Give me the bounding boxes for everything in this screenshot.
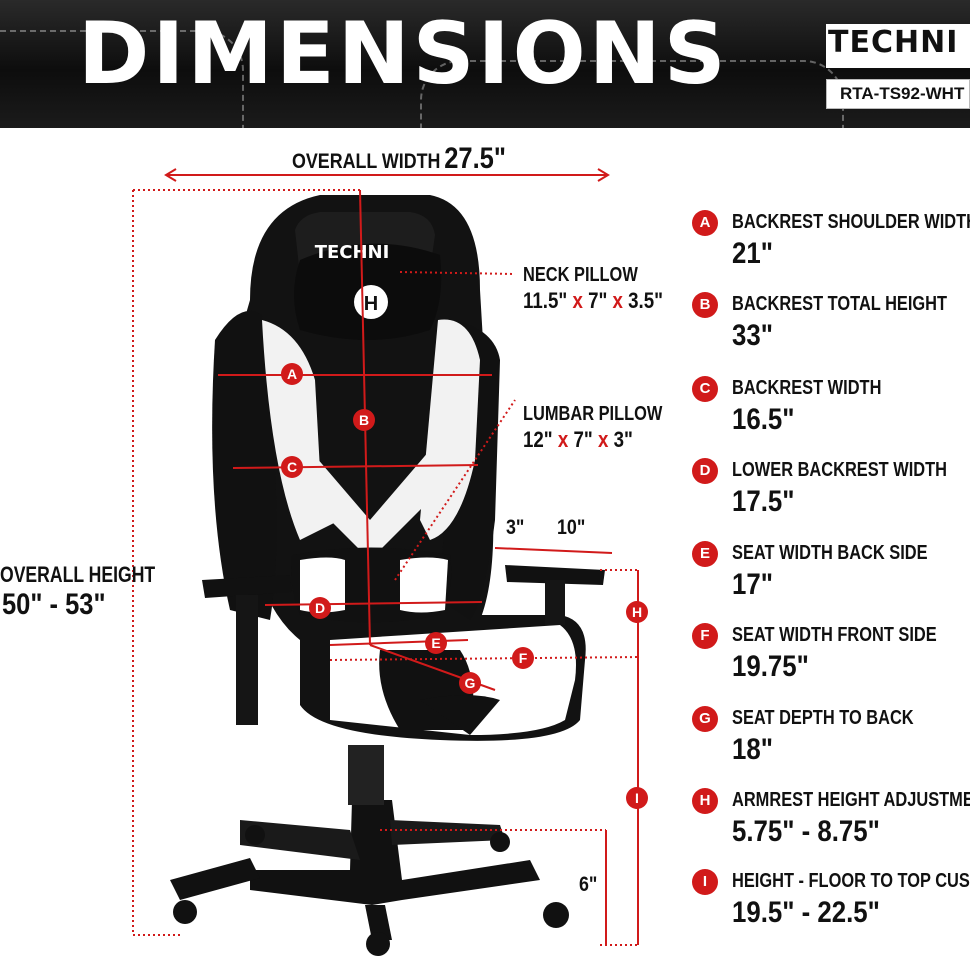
- spec-value: 5.75" - 8.75": [732, 815, 880, 848]
- spec-label: BACKREST TOTAL HEIGHT: [732, 293, 948, 315]
- svg-text:E: E: [431, 635, 440, 651]
- spec-letter-badge: E: [692, 541, 718, 567]
- overall-height-value: 50" - 53": [2, 588, 106, 621]
- svg-text:G: G: [465, 675, 476, 691]
- page-title: DIMENSIONS: [78, 4, 729, 104]
- svg-text:H: H: [632, 604, 642, 620]
- spec-label: LOWER BACKREST WIDTH: [732, 459, 948, 481]
- spec-value: 18": [732, 733, 773, 766]
- spec-label: SEAT WIDTH BACK SIDE: [732, 542, 928, 564]
- armrest-offset-b: 10": [557, 516, 586, 539]
- marker-e: E: [425, 632, 447, 654]
- lumbar-pillow-dimensions: 12" x 7" x 3": [523, 427, 633, 452]
- spec-label: BACKREST WIDTH: [732, 377, 882, 399]
- base-height-value: 6": [579, 873, 598, 896]
- marker-g: G: [459, 672, 481, 694]
- armrest-offset-a: 3": [506, 516, 525, 539]
- header-stitching: [0, 30, 244, 128]
- spec-value: 17": [732, 568, 773, 601]
- svg-text:TECHNI: TECHNI: [315, 242, 390, 263]
- spec-value: 16.5": [732, 403, 795, 436]
- overall-height-caption: OVERALL HEIGHT: [0, 562, 156, 587]
- spec-letter-badge: D: [692, 458, 718, 484]
- spec-letter-badge: C: [692, 376, 718, 402]
- spec-label: HEIGHT - FLOOR TO TOP CUSHION: [732, 870, 970, 892]
- svg-text:B: B: [359, 412, 369, 428]
- spec-value: 19.75": [732, 650, 809, 683]
- spec-value: 19.5" - 22.5": [732, 896, 880, 929]
- spec-letter-badge: G: [692, 706, 718, 732]
- chair-base: [170, 745, 569, 956]
- svg-text:D: D: [315, 600, 325, 616]
- neck-pillow-dimensions: 11.5" x 7" x 3.5": [523, 288, 664, 313]
- chair-armrests: [202, 565, 605, 725]
- header-banner: DIMENSIONS TECHNI RTA-TS92-WHT: [0, 0, 970, 128]
- svg-text:A: A: [287, 366, 297, 382]
- svg-text:C: C: [287, 459, 297, 475]
- spec-letter-badge: B: [692, 292, 718, 318]
- spec-label: SEAT DEPTH TO BACK: [732, 707, 914, 729]
- lumbar-pillow-label: LUMBAR PILLOW: [523, 403, 663, 425]
- neck-pillow: H TECHNI: [294, 242, 442, 340]
- dimension-lines: [132, 168, 641, 946]
- chair-markers: A B C D E F G H I: [281, 363, 648, 809]
- marker-c: C: [281, 456, 303, 478]
- marker-h: H: [626, 601, 648, 623]
- marker-b: B: [353, 409, 375, 431]
- brand-logo: TECHNI: [826, 24, 970, 68]
- marker-a: A: [281, 363, 303, 385]
- spec-letter-badge: I: [692, 869, 718, 895]
- svg-text:F: F: [519, 650, 528, 666]
- neck-pillow-label: NECK PILLOW: [523, 264, 638, 286]
- spec-value: 33": [732, 319, 773, 352]
- overall-width-label: OVERALL WIDTH 27.5": [292, 142, 506, 176]
- spec-letter-badge: H: [692, 788, 718, 814]
- svg-text:H: H: [364, 293, 378, 315]
- marker-d: D: [309, 597, 331, 619]
- spec-label: ARMREST HEIGHT ADJUSTMENT: [732, 789, 970, 811]
- brand-logo-text: TECHNI: [828, 25, 959, 60]
- spec-label: BACKREST SHOULDER WIDTH: [732, 211, 970, 233]
- model-number-badge: RTA-TS92-WHT: [826, 79, 970, 109]
- svg-text:I: I: [635, 790, 639, 806]
- overall-width-caption: OVERALL WIDTH: [292, 150, 441, 173]
- spec-value: 21": [732, 237, 773, 270]
- spec-label: SEAT WIDTH FRONT SIDE: [732, 624, 937, 646]
- spec-letter-badge: A: [692, 210, 718, 236]
- marker-f: F: [512, 647, 534, 669]
- spec-letter-badge: F: [692, 623, 718, 649]
- spec-value: 17.5": [732, 485, 795, 518]
- marker-i: I: [626, 787, 648, 809]
- overall-width-value: 27.5": [444, 142, 506, 175]
